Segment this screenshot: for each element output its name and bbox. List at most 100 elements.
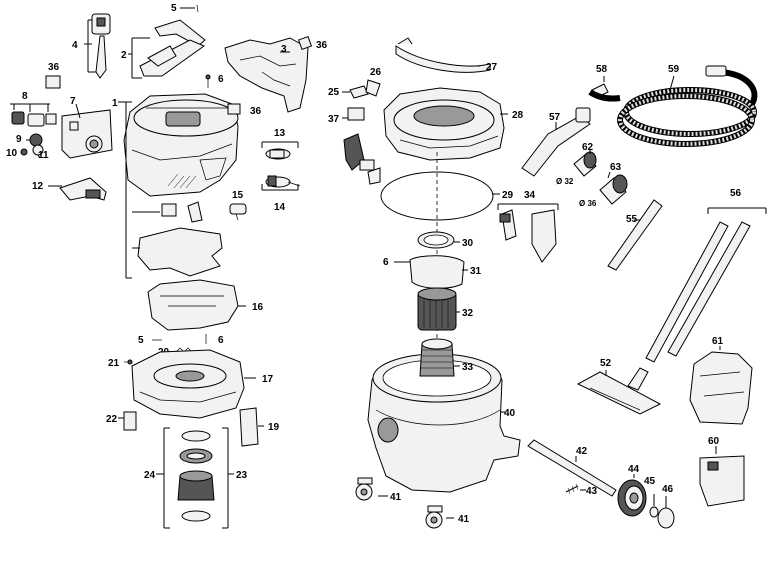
part-7-switch-plate	[61, 103, 113, 159]
part-9-knob	[26, 133, 43, 147]
callout-58: 58	[596, 64, 608, 75]
part-46-hubcap	[657, 496, 675, 529]
callout-60: 60	[708, 436, 720, 447]
part-61-filter-bag	[689, 346, 753, 425]
callout-31: 31	[470, 266, 482, 277]
callout-33: 33	[462, 362, 474, 373]
callout-6-top: 6	[218, 74, 224, 85]
part-36-label-b	[45, 75, 61, 89]
part-40-tank	[367, 353, 521, 493]
part-5-screw-top	[180, 4, 199, 13]
callout-22: 22	[106, 414, 118, 425]
part-2-handle	[128, 19, 206, 79]
callout-24: 24	[144, 470, 156, 481]
leader-1	[118, 101, 132, 279]
part-52-floor-nozzle	[576, 367, 662, 415]
part-16-motor-cover	[147, 279, 246, 331]
callout-5-top: 5	[171, 3, 177, 14]
part-22-seal	[118, 411, 137, 431]
part-12-bracket	[48, 177, 107, 201]
leader-8	[10, 103, 50, 112]
callout-4: 4	[72, 40, 78, 51]
part-41-caster-b	[425, 505, 454, 529]
callout-14: 14	[274, 202, 286, 213]
part-15-plug	[229, 203, 247, 221]
callout-37: 37	[328, 114, 340, 125]
part-41-caster-a	[355, 477, 388, 501]
part-23-24-motor-stack	[163, 427, 229, 529]
part-60-paper-bag	[699, 446, 745, 507]
callout-41-b: 41	[458, 514, 470, 525]
callout-15: 15	[232, 190, 244, 201]
callout-52: 52	[600, 358, 612, 369]
part-56-extension-wands	[645, 207, 767, 363]
callout-34: 34	[524, 190, 536, 201]
diameter-36: Ø 36	[579, 199, 597, 208]
callout-2: 2	[121, 50, 127, 61]
part-6-screw-top	[205, 74, 211, 88]
part-27-strip	[395, 37, 491, 73]
callout-40: 40	[504, 408, 516, 419]
callout-6-mid: 6	[218, 335, 224, 346]
callout-55: 55	[626, 214, 638, 225]
callout-41-a: 41	[390, 492, 402, 503]
part-43-screw	[565, 483, 586, 495]
callout-63: 63	[610, 162, 622, 173]
callout-61: 61	[712, 336, 724, 347]
callout-56: 56	[730, 188, 742, 199]
callout-57: 57	[549, 112, 561, 123]
callout-44: 44	[628, 464, 640, 475]
callout-27: 27	[486, 62, 498, 73]
callout-23: 23	[236, 470, 248, 481]
part-55-crevice-tool	[607, 199, 663, 271]
part-57-curved-wand	[521, 107, 591, 177]
part-62-reducer	[573, 150, 597, 177]
callout-36-c: 36	[250, 106, 262, 117]
callout-25: 25	[328, 87, 340, 98]
part-33-filter-cage	[419, 338, 460, 377]
part-36-label-c	[227, 103, 241, 115]
part-11-knob	[32, 144, 44, 159]
callout-7: 7	[70, 96, 76, 107]
part-45-washer	[649, 494, 659, 518]
part-8-switch	[11, 111, 57, 127]
part-1-clip-b	[187, 201, 203, 223]
part-10-screw	[20, 148, 28, 156]
part-13-clamp	[261, 141, 299, 160]
part-30-ring	[417, 231, 460, 249]
part-1-clip-a	[132, 203, 177, 217]
callout-59: 59	[668, 64, 680, 75]
part-29-gasket-ring	[380, 171, 500, 221]
callout-3: 3	[281, 44, 287, 55]
callout-29: 29	[502, 190, 514, 201]
callout-9: 9	[16, 134, 22, 145]
part-28-lid-ring	[383, 87, 508, 161]
part-4-latch	[84, 13, 111, 79]
part-21-screw	[124, 359, 133, 365]
callout-36-a: 36	[316, 40, 328, 51]
callout-6-tank: 6	[383, 257, 389, 268]
callout-13: 13	[274, 128, 286, 139]
part-37-latch-pads	[342, 107, 365, 121]
part-26-clip	[365, 79, 381, 97]
callout-17: 17	[262, 374, 274, 385]
part-14-clamp	[261, 175, 301, 191]
part-42-axle	[527, 439, 617, 497]
callout-42: 42	[576, 446, 588, 457]
part-1-gasket	[132, 227, 223, 277]
callout-19: 19	[268, 422, 280, 433]
callout-21: 21	[108, 358, 120, 369]
part-19-filter-sheet	[239, 407, 264, 447]
callout-16: 16	[252, 302, 264, 313]
part-37-latch	[343, 133, 381, 185]
callout-11: 11	[38, 150, 49, 161]
part-36-label-a	[297, 35, 313, 51]
callout-32: 32	[462, 308, 474, 319]
callout-5-mid: 5	[138, 335, 144, 346]
callout-1: 1	[112, 98, 118, 109]
callout-30: 30	[462, 238, 474, 249]
diameter-32: Ø 32	[556, 177, 574, 186]
part-31-filter-cage	[409, 255, 468, 289]
callout-46: 46	[662, 484, 674, 495]
